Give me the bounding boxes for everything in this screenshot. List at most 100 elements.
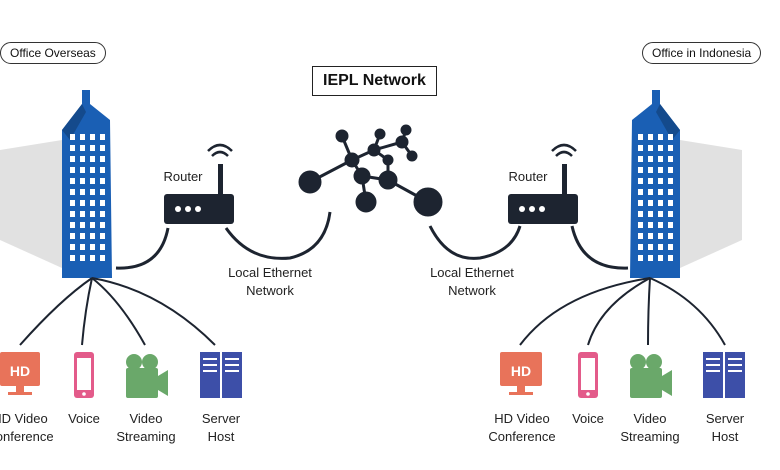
building-window (648, 233, 653, 239)
building-window (90, 156, 95, 162)
building-window (668, 222, 673, 228)
right-office-title: Office in Indonesia (642, 42, 762, 64)
left-building-router-link (115, 227, 170, 270)
building-window (80, 200, 85, 206)
right-building-icon (630, 90, 680, 278)
building-window (648, 156, 653, 162)
building-window (100, 222, 105, 228)
building-window (100, 167, 105, 173)
building-window (100, 134, 105, 140)
left-server-label: Server Host (201, 411, 241, 444)
building-window (80, 134, 85, 140)
building-window (100, 178, 105, 184)
building-window (638, 167, 643, 173)
building-window (80, 189, 85, 195)
left-building-shadow (0, 140, 62, 268)
building-window (100, 233, 105, 239)
building-window (648, 145, 653, 151)
building-window (658, 211, 663, 217)
building-window (100, 145, 105, 151)
building-window (70, 200, 75, 206)
building-window (638, 244, 643, 250)
building-window (70, 167, 75, 173)
building-window (100, 244, 105, 250)
building-window (100, 255, 105, 261)
building-window (658, 244, 663, 250)
building-window (668, 233, 673, 239)
left-ethernet-label: Local Ethernet Network (228, 265, 312, 298)
right-hd-icon-text: HD (511, 363, 531, 379)
building-window (648, 200, 653, 206)
building-window (100, 200, 105, 206)
left-router-icon (164, 143, 234, 224)
building-window (90, 233, 95, 239)
building-window (70, 145, 75, 151)
right-server-label: Server Host (705, 411, 745, 444)
building-window (80, 167, 85, 173)
building-window (100, 189, 105, 195)
left-device-links (19, 277, 216, 346)
building-window (668, 145, 673, 151)
left-router-label: Router (163, 169, 203, 184)
right-ethernet-label: Local Ethernet Network (430, 265, 514, 298)
building-window (70, 244, 75, 250)
building-window (638, 222, 643, 228)
building-window (668, 255, 673, 261)
building-window (658, 134, 663, 140)
building-window (70, 178, 75, 184)
iepl-network-icon (298, 124, 443, 217)
building-window (668, 167, 673, 173)
building-window (90, 200, 95, 206)
building-window (80, 233, 85, 239)
building-window (638, 200, 643, 206)
building-window (80, 156, 85, 162)
building-window (658, 200, 663, 206)
building-window (668, 134, 673, 140)
left-hd-icon-text: HD (10, 363, 30, 379)
building-window (658, 145, 663, 151)
building-window (648, 222, 653, 228)
building-window (80, 255, 85, 261)
left-video-camera-icon (126, 354, 168, 398)
building-window (658, 156, 663, 162)
building-window (658, 167, 663, 173)
building-window (70, 255, 75, 261)
left-hd-monitor-icon: HD (0, 352, 40, 395)
building-window (638, 134, 643, 140)
right-video-label: Video Streaming (620, 411, 680, 444)
building-window (70, 156, 75, 162)
building-window (648, 189, 653, 195)
building-window (90, 145, 95, 151)
left-video-label: Video Streaming (116, 411, 176, 444)
building-window (668, 156, 673, 162)
building-window (100, 156, 105, 162)
right-hd-monitor-icon: HD (500, 352, 542, 395)
building-window (648, 134, 653, 140)
building-window (638, 211, 643, 217)
building-window (648, 244, 653, 250)
building-window (90, 134, 95, 140)
building-window (90, 211, 95, 217)
building-window (668, 200, 673, 206)
building-window (80, 222, 85, 228)
building-window (90, 178, 95, 184)
left-hd-label: HD Video Conference (0, 411, 54, 444)
right-hd-label: HD Video Conference (488, 411, 556, 444)
building-window (80, 211, 85, 217)
building-window (668, 211, 673, 217)
right-video-camera-icon (630, 354, 672, 398)
building-window (648, 178, 653, 184)
building-window (70, 134, 75, 140)
left-voice-label: Voice (68, 411, 100, 426)
right-router-label: Router (508, 169, 548, 184)
building-window (658, 233, 663, 239)
right-network-router-link (428, 225, 522, 260)
iepl-network-title: IEPL Network (312, 66, 437, 96)
building-window (638, 233, 643, 239)
building-window (668, 178, 673, 184)
building-window (80, 244, 85, 250)
building-window (90, 222, 95, 228)
building-window (668, 244, 673, 250)
left-router-network-link (224, 211, 332, 260)
